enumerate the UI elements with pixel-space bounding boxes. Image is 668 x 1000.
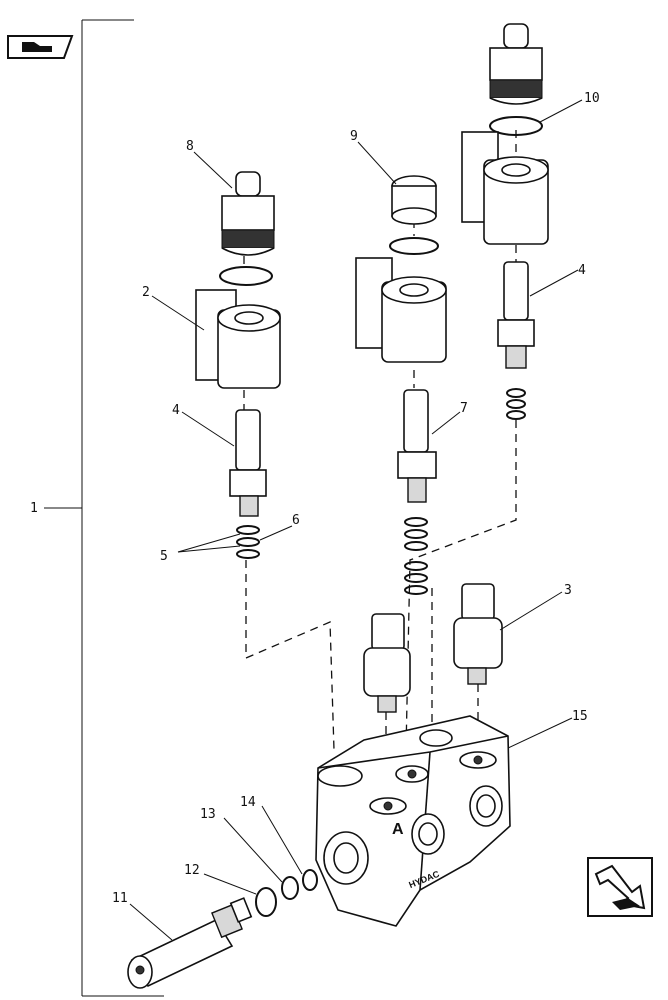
o-ring-right-c [506, 410, 526, 420]
callout-5: 5 [160, 549, 168, 564]
center-solenoid-coil [355, 257, 447, 363]
book-hand-icon[interactable] [7, 35, 74, 59]
part-12-o-ring [255, 887, 277, 917]
part-4-valve-stem-right [497, 261, 535, 369]
callout-2: 2 [142, 285, 150, 300]
callout-4-left: 4 [172, 403, 180, 418]
o-ring-center-c [404, 541, 428, 551]
part-10-cartridge-knob [489, 23, 543, 105]
callout-4-right: 4 [578, 263, 586, 278]
part-4-valve-stem-left [229, 409, 267, 517]
callout-12: 12 [184, 863, 200, 878]
o-ring-right-top [489, 116, 543, 136]
o-ring-left-top [219, 266, 273, 286]
callout-15: 15 [572, 709, 588, 724]
part-7-valve-stem [397, 389, 437, 503]
callout-3: 3 [564, 583, 572, 598]
o-ring-right-a [506, 388, 526, 398]
o-ring-center-e [404, 573, 428, 583]
o-ring-center-d [404, 561, 428, 571]
callout-6: 6 [292, 513, 300, 528]
part-13-o-ring [281, 876, 299, 900]
part-3-pressure-sensor [453, 583, 503, 685]
part-14-o-ring [302, 869, 318, 891]
part-8-cartridge-knob [221, 171, 275, 256]
o-ring-left-c [236, 549, 260, 559]
callout-11: 11 [112, 891, 128, 906]
o-ring-center-top [389, 237, 439, 255]
callout-13: 13 [200, 807, 216, 822]
assembly-bracket [44, 19, 164, 997]
next-page-arrow-icon[interactable] [587, 857, 653, 917]
part-11-relief-cartridge [127, 897, 253, 989]
o-ring-center-a [404, 517, 428, 527]
o-ring-center-b [404, 529, 428, 539]
leader-lines [129, 99, 583, 941]
o-ring-center-f [404, 585, 428, 595]
o-ring-right-b [506, 399, 526, 409]
callout-10: 10 [584, 91, 600, 106]
right-solenoid-coil [461, 131, 549, 245]
callout-14: 14 [240, 795, 256, 810]
part-15-valve-block [315, 715, 511, 927]
o-ring-left-b [236, 537, 260, 547]
part-2-solenoid-coil [195, 289, 281, 389]
callout-9: 9 [350, 129, 358, 144]
pressure-sensor-center [363, 613, 411, 713]
callout-8: 8 [186, 139, 194, 154]
part-9-nut [391, 175, 437, 225]
callout-1: 1 [30, 501, 38, 516]
o-ring-left-a [236, 525, 260, 535]
callout-7: 7 [460, 401, 468, 416]
port-a-label: A [392, 821, 404, 838]
